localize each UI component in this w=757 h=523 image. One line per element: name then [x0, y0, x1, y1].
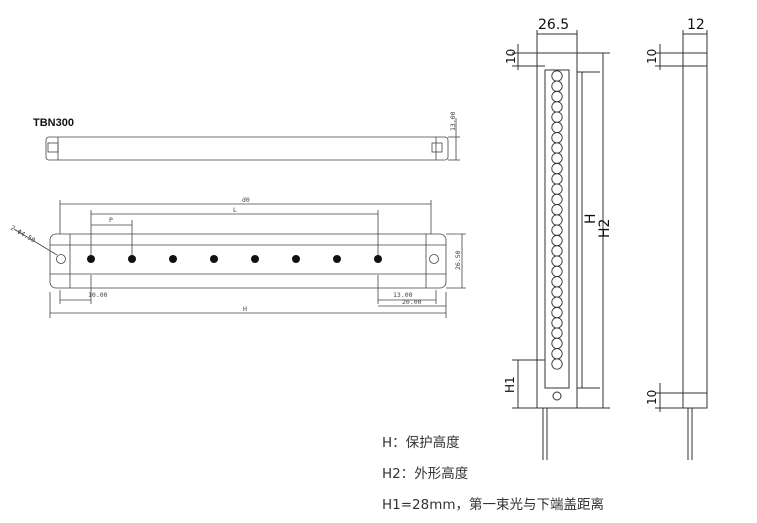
side-view-front-body [512, 30, 610, 460]
side-beam-circle [551, 286, 563, 298]
side-beam-circle [551, 348, 563, 360]
side-beam-circle [551, 306, 563, 319]
top-view-bar [45, 118, 460, 161]
front-beam-dot [251, 255, 259, 263]
dim-l: L [233, 206, 237, 214]
side-beam-circle [551, 70, 563, 82]
side-beam-circle [551, 265, 563, 278]
front-beam-dot [128, 255, 136, 263]
side-beam-circle [551, 90, 563, 103]
side2-width-dim: 12 [687, 17, 705, 33]
dim-right-offset: 13.00 [393, 291, 413, 299]
front-view-beams [87, 255, 382, 263]
side-beam-circle [551, 101, 563, 113]
side-view-beams [551, 70, 563, 370]
side-beam-circle [551, 358, 563, 370]
top-height-dim: 13.00 [449, 111, 457, 131]
side2-bottom-offset: 10 [645, 390, 659, 405]
side-beam-circle [551, 111, 563, 123]
side-h1-label: H1 [503, 376, 517, 393]
front-view-bar [13, 200, 466, 318]
side2-top-offset: 10 [645, 49, 659, 64]
side-beam-circle [551, 173, 563, 185]
side-beam-circle [551, 183, 563, 195]
side-top-offset: 10 [504, 49, 518, 64]
side-beam-circle [551, 142, 563, 154]
note-line-3: H1=28mm，第一束光与下端盖距离 [382, 497, 605, 513]
front-beam-dot [169, 255, 177, 263]
side-beam-circle [551, 214, 563, 226]
front-beam-dot [87, 255, 95, 263]
dim-total: H [243, 305, 247, 313]
dim-holes: 2-Φ4.50 [9, 224, 37, 245]
side-beam-circle [551, 204, 563, 216]
side-beam-circle [551, 337, 563, 350]
dim-left-offset: 10.00 [88, 291, 108, 299]
front-beam-dot [333, 255, 341, 263]
dim-d0: d0 [242, 196, 250, 204]
side-beam-circle [551, 152, 563, 164]
note-line-2: H2：外形高度 [382, 466, 469, 482]
side-beam-circle [551, 276, 563, 288]
notes-block: H：保护高度 H2：外形高度 H1=28mm，第一束光与下端盖距离 [382, 428, 604, 521]
side-beam-circle [551, 162, 563, 175]
front-beam-dot [292, 255, 300, 263]
side-beam-circle [551, 234, 563, 247]
model-label: TBN300 [33, 117, 74, 129]
side-beam-circle [551, 121, 563, 134]
dim-right-end: 20.00 [402, 298, 422, 306]
side-h2-label: H2 [597, 219, 613, 238]
dim-p: P [109, 216, 113, 224]
side-view-side-body [655, 30, 708, 460]
side-width-dim: 26.5 [538, 17, 569, 33]
side-beam-circle [551, 327, 563, 339]
side-beam-circle [551, 80, 563, 92]
dim-height: 26.50 [454, 250, 462, 270]
side-beam-circle [551, 132, 563, 144]
side-beam-circle [551, 224, 563, 236]
side-beam-circle [551, 255, 563, 267]
front-beam-dot [374, 255, 382, 263]
note-line-1: H：保护高度 [382, 435, 460, 451]
side-h-label: H [583, 213, 599, 224]
front-beam-dot [210, 255, 218, 263]
side-beam-circle [551, 245, 563, 257]
side-beam-circle [551, 317, 563, 329]
side-beam-circle [551, 296, 563, 308]
side-beam-circle [551, 193, 563, 206]
